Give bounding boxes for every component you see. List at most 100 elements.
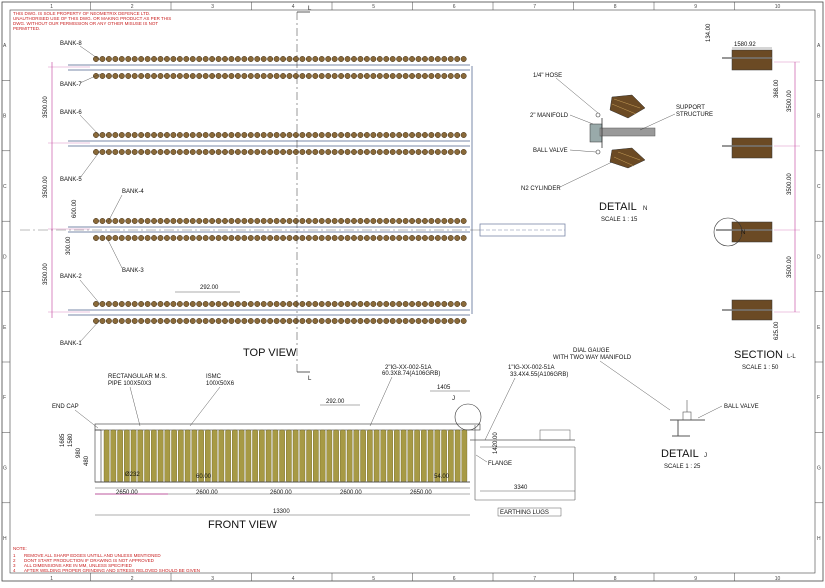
cylinder-top — [415, 301, 422, 307]
front-view-title: FRONT VIEW — [208, 519, 277, 531]
cylinder-top — [402, 318, 409, 324]
cylinder-top — [164, 149, 170, 155]
cylinder-top — [176, 301, 183, 307]
cylinder-top — [196, 149, 203, 155]
cylinder-top — [422, 56, 428, 62]
dim-total: 13300 — [273, 509, 290, 515]
cylinder-top — [318, 218, 325, 224]
cylinder-top — [144, 235, 151, 241]
dim-seg-3: 2600.00 — [270, 490, 292, 496]
cylinder-top — [93, 218, 99, 224]
cylinder-top — [363, 149, 370, 155]
cylinder-top — [234, 235, 241, 241]
cylinder-top — [260, 301, 267, 307]
cylinder-top — [222, 73, 228, 79]
cylinder-top — [93, 132, 99, 138]
cylinder-top — [99, 318, 106, 324]
cylinder-top — [157, 132, 164, 138]
cylinder-top — [183, 218, 190, 224]
notice-line-1: THIS DWG. IS SOLE PROPERTY OF NEOMETRIX … — [13, 11, 150, 16]
section-cylinder-2 — [722, 137, 773, 159]
cylinder-top — [280, 56, 286, 62]
cylinder-front — [211, 429, 218, 483]
cylinder-top — [99, 132, 106, 138]
cylinder-top — [105, 318, 112, 324]
cylinder-top — [164, 73, 170, 79]
label-gauge-2: WITH TWO WAY MANIFOLD — [553, 355, 632, 361]
cylinder-top — [286, 56, 293, 62]
cylinder-top — [105, 132, 112, 138]
cylinder-top — [151, 149, 158, 155]
cylinder-top — [312, 149, 319, 155]
cylinder-top — [202, 149, 209, 155]
cylinder-top — [131, 132, 138, 138]
cylinder-top — [196, 301, 203, 307]
cylinder-top — [325, 301, 332, 307]
dim-54: 54.00 — [434, 474, 450, 480]
cylinder-top — [170, 235, 177, 241]
cylinder-top — [144, 149, 151, 155]
cylinder-top — [209, 73, 216, 79]
label-pipe2-2: 60.3X8.74(A106GRB) — [382, 371, 440, 377]
cylinder-top — [325, 149, 332, 155]
cylinder-top — [99, 301, 106, 307]
cylinder-top — [215, 318, 222, 324]
cylinder-top — [293, 132, 299, 138]
cylinder-top — [183, 149, 190, 155]
zone-row-left: B — [3, 114, 7, 120]
cylinder-top — [441, 235, 448, 241]
dim-3340: 3340 — [514, 485, 528, 491]
cylinder-top — [138, 73, 145, 79]
label-n2-cylinder: N2 CYLINDER — [521, 186, 561, 192]
cylinder-front — [164, 429, 171, 483]
cylinder-top — [357, 218, 364, 224]
zone-row-right: H — [817, 536, 821, 542]
label-pipe1-1: 1"IG-XX-002-51A — [508, 365, 555, 371]
cylinder-top — [118, 218, 125, 224]
cylinder-top — [318, 149, 325, 155]
label-ball-valve-n: BALL VALVE — [533, 148, 568, 154]
cylinder-top — [222, 132, 228, 138]
cylinder-top — [241, 218, 248, 224]
cylinder-top — [254, 235, 261, 241]
dim-seg-5: 2650.00 — [410, 490, 432, 496]
cylinder-top — [305, 218, 312, 224]
bank-3-label: BANK-3 — [122, 268, 144, 274]
cylinder-top — [189, 56, 196, 62]
cylinder-top — [293, 301, 299, 307]
cylinder-front — [144, 429, 150, 483]
cylinder-top — [351, 132, 357, 138]
cylinder-top — [138, 149, 145, 155]
cylinder-top — [241, 235, 248, 241]
cylinder-top — [454, 56, 461, 62]
cylinder-front — [117, 429, 123, 483]
zone-row-left: C — [3, 184, 7, 190]
cylinder-top — [131, 235, 138, 241]
cylinder-top — [228, 235, 235, 241]
cylinder-top — [247, 73, 254, 79]
cylinder-top — [383, 218, 390, 224]
cylinder-top — [383, 301, 390, 307]
cylinder-top — [144, 301, 151, 307]
cylinder-top — [260, 235, 267, 241]
label-end-cap: END CAP — [52, 404, 79, 410]
cylinder-top — [125, 318, 132, 324]
cylinder-top — [338, 218, 345, 224]
note-1: REMOVE ALL SHARP EDGES UNTILL AND UNLESS… — [24, 553, 161, 558]
cylinder-top — [286, 149, 293, 155]
cylinder-top — [376, 149, 383, 155]
cylinder-top — [454, 132, 461, 138]
cylinder-top — [370, 149, 377, 155]
cylinder-top — [318, 56, 325, 62]
section-l-l: N 3500.00 3500.00 3500.00 134.00 1580.92… — [706, 23, 800, 371]
cylinder-top — [241, 73, 248, 79]
cylinder-front — [110, 429, 117, 483]
cylinder-top — [376, 56, 383, 62]
cylinder-front — [367, 429, 373, 483]
cylinder-front — [326, 429, 333, 483]
cylinder-top — [305, 235, 312, 241]
cylinder-top — [228, 218, 235, 224]
cylinder-top — [209, 235, 216, 241]
section-scale: SCALE 1 : 50 — [742, 365, 779, 371]
